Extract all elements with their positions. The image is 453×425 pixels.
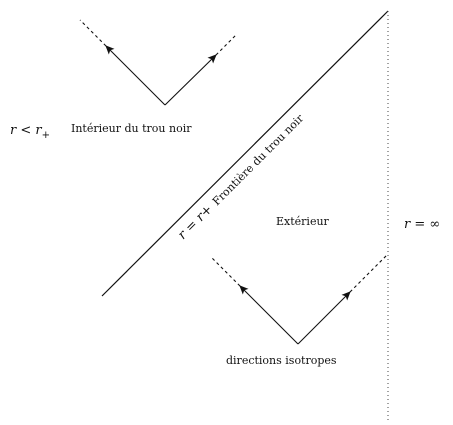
interior-math-subscript: +	[42, 130, 50, 141]
horizon-math-label: r = r+	[175, 202, 216, 243]
interior-cone-left-dashed	[79, 19, 107, 47]
exterior-cone-left-dashed	[211, 257, 241, 287]
interior-cone-left-ray	[105, 45, 166, 106]
horizon-line	[101, 10, 389, 297]
interior-label: Intérieur du trou noir	[71, 122, 192, 135]
exterior-light-cone	[211, 254, 388, 345]
interior-cone-right-ray	[164, 54, 217, 106]
interior-math-label: r < r+	[10, 123, 50, 141]
interior-cone-right-dashed	[215, 34, 237, 56]
exterior-cone-left-ray	[239, 285, 299, 345]
light-cone-caption: directions isotropes	[226, 354, 337, 367]
infinity-label: r = ∞	[404, 217, 440, 232]
interior-light-cone	[79, 19, 237, 106]
exterior-cone-right-dashed	[349, 254, 388, 293]
horizon-label: Frontière du trou noir	[210, 111, 307, 208]
exterior-cone-right-ray	[297, 291, 351, 345]
exterior-label: Extérieur	[276, 215, 330, 228]
